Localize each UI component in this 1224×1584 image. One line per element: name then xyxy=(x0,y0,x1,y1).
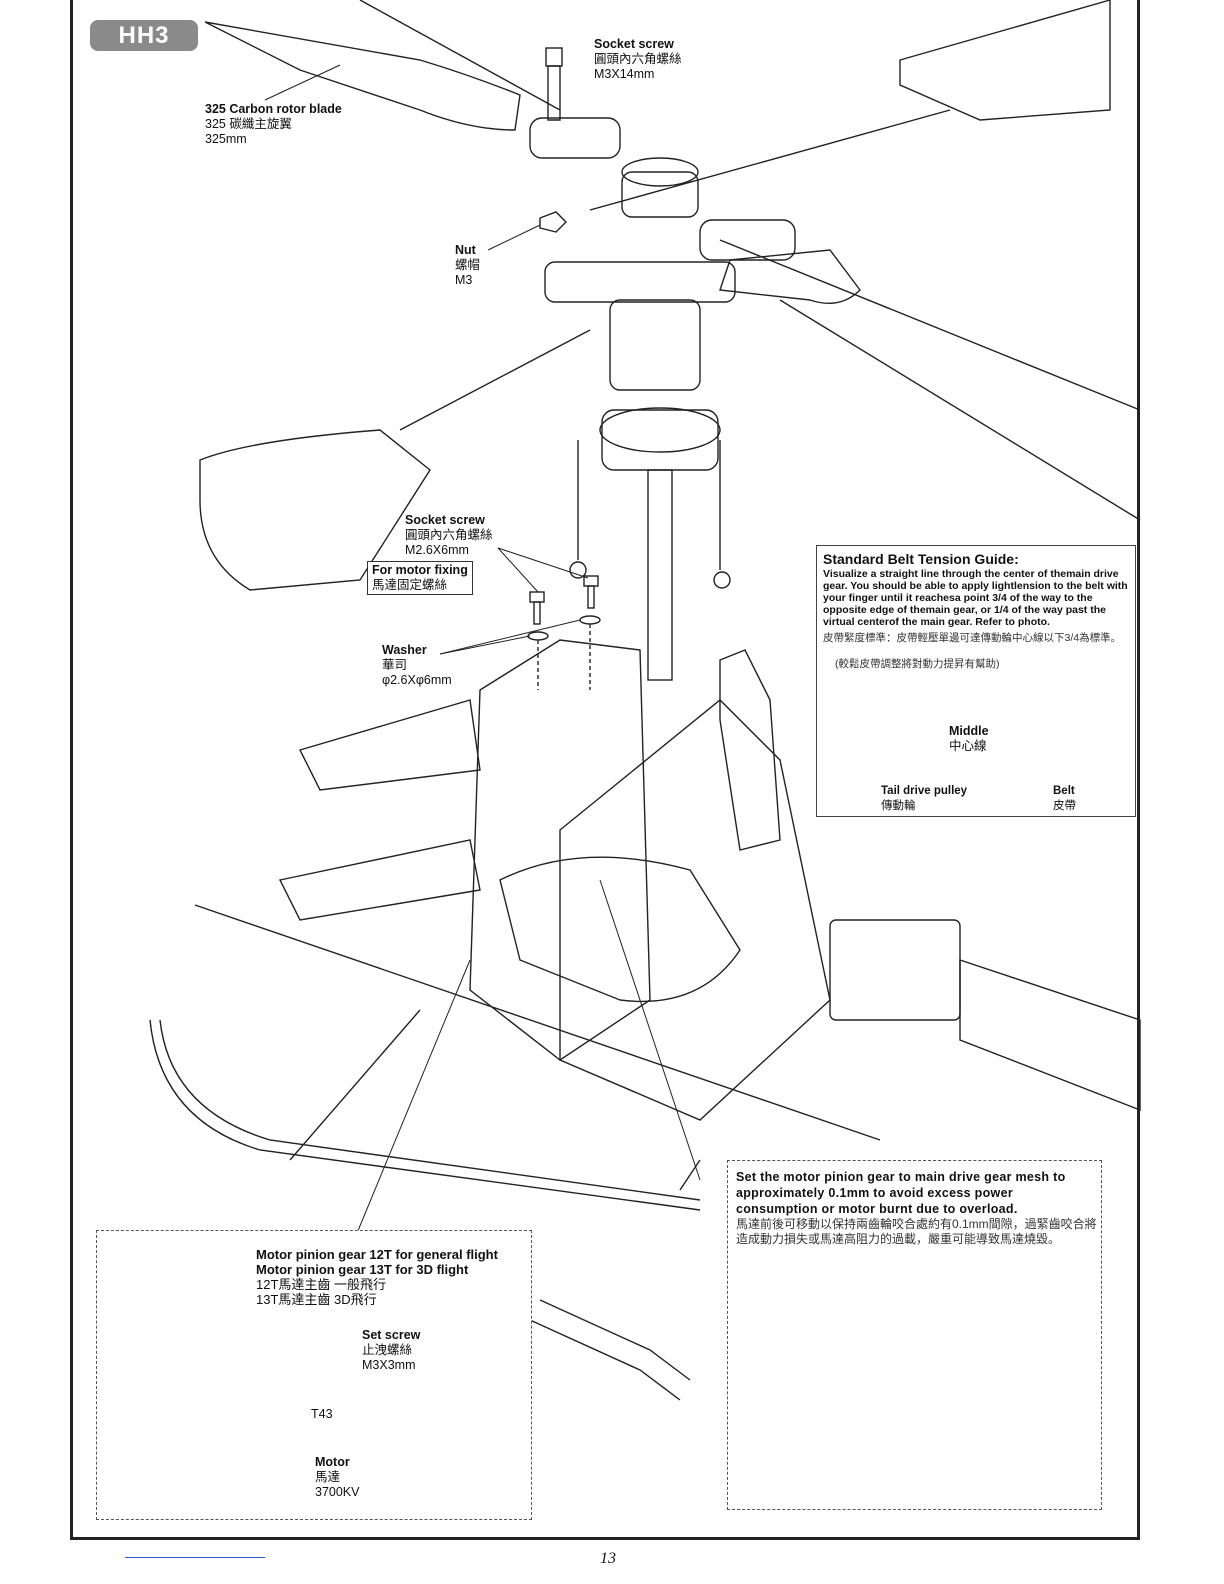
rotor-blade-zh: 325 碳纖主旋翼 xyxy=(205,117,292,131)
rotor-blade-en: 325 Carbon rotor blade xyxy=(205,102,342,116)
mesh-note-text: Set the motor pinion gear to main drive … xyxy=(736,1170,1066,1216)
socket-screw-top-zh: 圓頭內六角螺絲 xyxy=(594,52,682,66)
set-screw-en: Set screw xyxy=(362,1328,421,1342)
pinion-zh2: 13T馬達主齒 3D飛行 xyxy=(256,1292,377,1307)
pinion-en1: Motor pinion gear 12T for general flight xyxy=(256,1247,498,1262)
socket-screw-top-en: Socket screw xyxy=(594,37,674,51)
washer-zh: 華司 xyxy=(382,658,408,672)
mesh-note-zh: 馬達前後可移動以保持兩齒輪咬合處約有0.1mm間隙，過緊齒咬合將造成動力損失或馬… xyxy=(736,1217,1097,1246)
step-badge: HH3 xyxy=(90,20,198,51)
motor-fixing-en: For motor fixing xyxy=(372,563,468,577)
washer-size: φ2.6Xφ6mm xyxy=(382,673,452,687)
motor-label: Motor 馬達 3700KV xyxy=(315,1455,359,1500)
rotor-blade-label: 325 Carbon rotor blade 325 碳纖主旋翼 325mm xyxy=(205,102,342,147)
belt-en: Belt xyxy=(1053,785,1075,797)
belt-zh: 皮帶 xyxy=(1053,800,1076,812)
motor-inset: Motor pinion gear 12T for general flight… xyxy=(96,1230,532,1520)
main-frame-right xyxy=(559,699,831,1121)
page-frame xyxy=(70,0,1140,1540)
pinion-en2: Motor pinion gear 13T for 3D flight xyxy=(256,1262,469,1277)
belt-label: Belt 皮帶 xyxy=(1053,784,1076,814)
socket-screw-mid-label: Socket screw 圓頭內六角螺絲 M2.6X6mm xyxy=(405,513,493,558)
set-screw-label: Set screw 止洩螺絲 M3X3mm xyxy=(362,1328,420,1373)
rotor-blade-left-bottom xyxy=(199,429,431,591)
washer-label: Washer 華司 φ2.6Xφ6mm xyxy=(382,643,452,688)
pulley-zh: 傳動輪 xyxy=(881,800,916,812)
belt-guide-zh2: (較鬆皮帶調整將對動力提昇有幫助) xyxy=(835,658,1000,670)
footer-rule xyxy=(125,1557,265,1558)
belt-tension-guide: Standard Belt Tension Guide: Visualize a… xyxy=(816,545,1136,817)
socket-screw-top-label: Socket screw 圓頭內六角螺絲 M3X14mm xyxy=(594,37,682,82)
motor-fixing-zh: 馬達固定螺絲 xyxy=(372,578,448,592)
nut-en: Nut xyxy=(455,243,476,257)
socket-screw-top-size: M3X14mm xyxy=(594,67,655,81)
rotor-blade-left-top xyxy=(204,21,521,131)
gear-mesh-note: Set the motor pinion gear to main drive … xyxy=(727,1160,1102,1510)
rotor-blade-right-top xyxy=(899,0,1111,121)
pulley-en: Tail drive pulley xyxy=(881,785,968,797)
middle-zh: 中心線 xyxy=(949,739,987,753)
main-frame-left xyxy=(469,639,651,1061)
nut-label: Nut 螺帽 M3 xyxy=(455,243,480,288)
page-number: 13 xyxy=(600,1550,616,1567)
socket-screw-mid-en: Socket screw xyxy=(405,513,485,527)
rotor-blade-right xyxy=(719,249,861,304)
set-screw-size: M3X3mm xyxy=(362,1358,416,1372)
belt-guide-title: Standard Belt Tension Guide: xyxy=(823,551,1019,567)
t43-label: T43 xyxy=(311,1407,333,1421)
middle-label: Middle 中心線 xyxy=(949,724,989,754)
main-gear xyxy=(499,856,741,1003)
nut-zh: 螺帽 xyxy=(455,258,481,272)
motor-fixing-label: For motor fixing 馬達固定螺絲 xyxy=(367,561,473,595)
middle-en: Middle xyxy=(949,724,989,738)
set-screw-zh: 止洩螺絲 xyxy=(362,1343,413,1357)
nut-size: M3 xyxy=(455,273,473,287)
motor-size: 3700KV xyxy=(315,1485,360,1499)
washer-en: Washer xyxy=(382,643,427,657)
motor-zh: 馬達 xyxy=(315,1470,341,1484)
rotor-blade-size: 325mm xyxy=(205,132,247,146)
motor-en: Motor xyxy=(315,1455,350,1469)
belt-guide-zh1: 皮帶緊度標準：皮帶輕壓單邊可達傳動輪中心線以下3/4為標準。 xyxy=(823,632,1122,644)
belt-guide-text: Visualize a straight line through the ce… xyxy=(823,568,1128,628)
socket-screw-mid-zh: 圓頭內六角螺絲 xyxy=(405,528,493,542)
socket-screw-mid-size: M2.6X6mm xyxy=(405,543,469,557)
pinion-label: Motor pinion gear 12T for general flight… xyxy=(256,1247,498,1307)
tail-drive-pulley-label: Tail drive pulley 傳動輪 xyxy=(881,784,967,814)
pinion-zh1: 12T馬達主齒 一般飛行 xyxy=(256,1277,387,1292)
